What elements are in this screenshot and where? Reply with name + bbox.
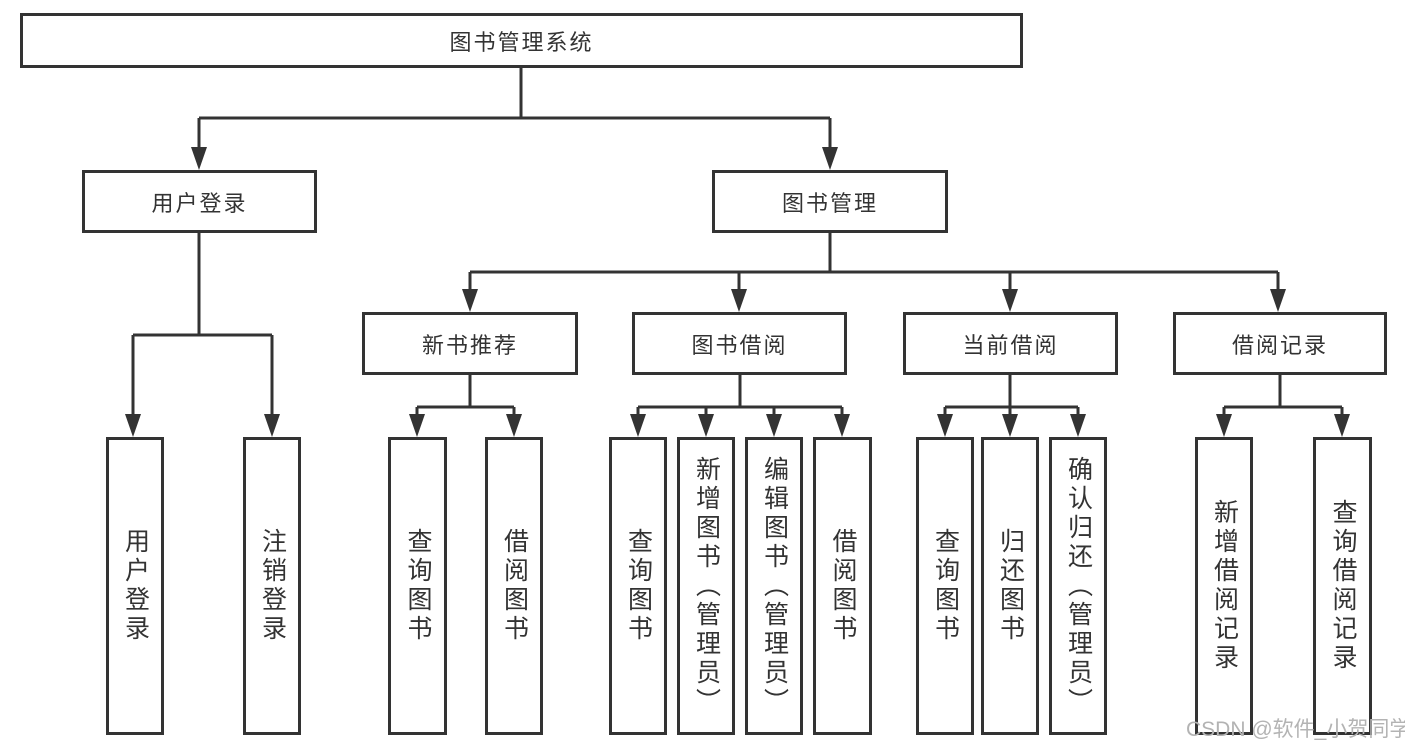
node-user-login: 用户登录 [82, 170, 317, 233]
node-current-confirm-return-admin: 确认归还（管理员） [1049, 437, 1107, 735]
node-book-borrow: 图书借阅 [632, 312, 847, 375]
node-book-management: 图书管理 [712, 170, 948, 233]
node-borrow-records: 借阅记录 [1173, 312, 1387, 375]
node-recommend-query-books: 查询图书 [388, 437, 447, 735]
node-records-query-record: 查询借阅记录 [1313, 437, 1372, 735]
node-current-query-books: 查询图书 [916, 437, 974, 735]
node-current-borrow: 当前借阅 [903, 312, 1118, 375]
node-library-system: 图书管理系统 [20, 13, 1023, 68]
node-new-book-recommend: 新书推荐 [362, 312, 578, 375]
csdn-watermark: CSDN @软件_小贺同学 [1186, 718, 1405, 741]
node-borrow-add-books-admin: 新增图书（管理员） [677, 437, 735, 735]
node-user-login-action: 用户登录 [106, 437, 164, 735]
node-records-add-record: 新增借阅记录 [1195, 437, 1253, 735]
node-logout-action: 注销登录 [243, 437, 301, 735]
node-borrow-edit-books-admin: 编辑图书（管理员） [745, 437, 803, 735]
node-current-return-books: 归还图书 [981, 437, 1039, 735]
node-borrow-query-books: 查询图书 [609, 437, 667, 735]
node-borrow-borrow-books: 借阅图书 [813, 437, 872, 735]
node-recommend-borrow-books: 借阅图书 [485, 437, 543, 735]
